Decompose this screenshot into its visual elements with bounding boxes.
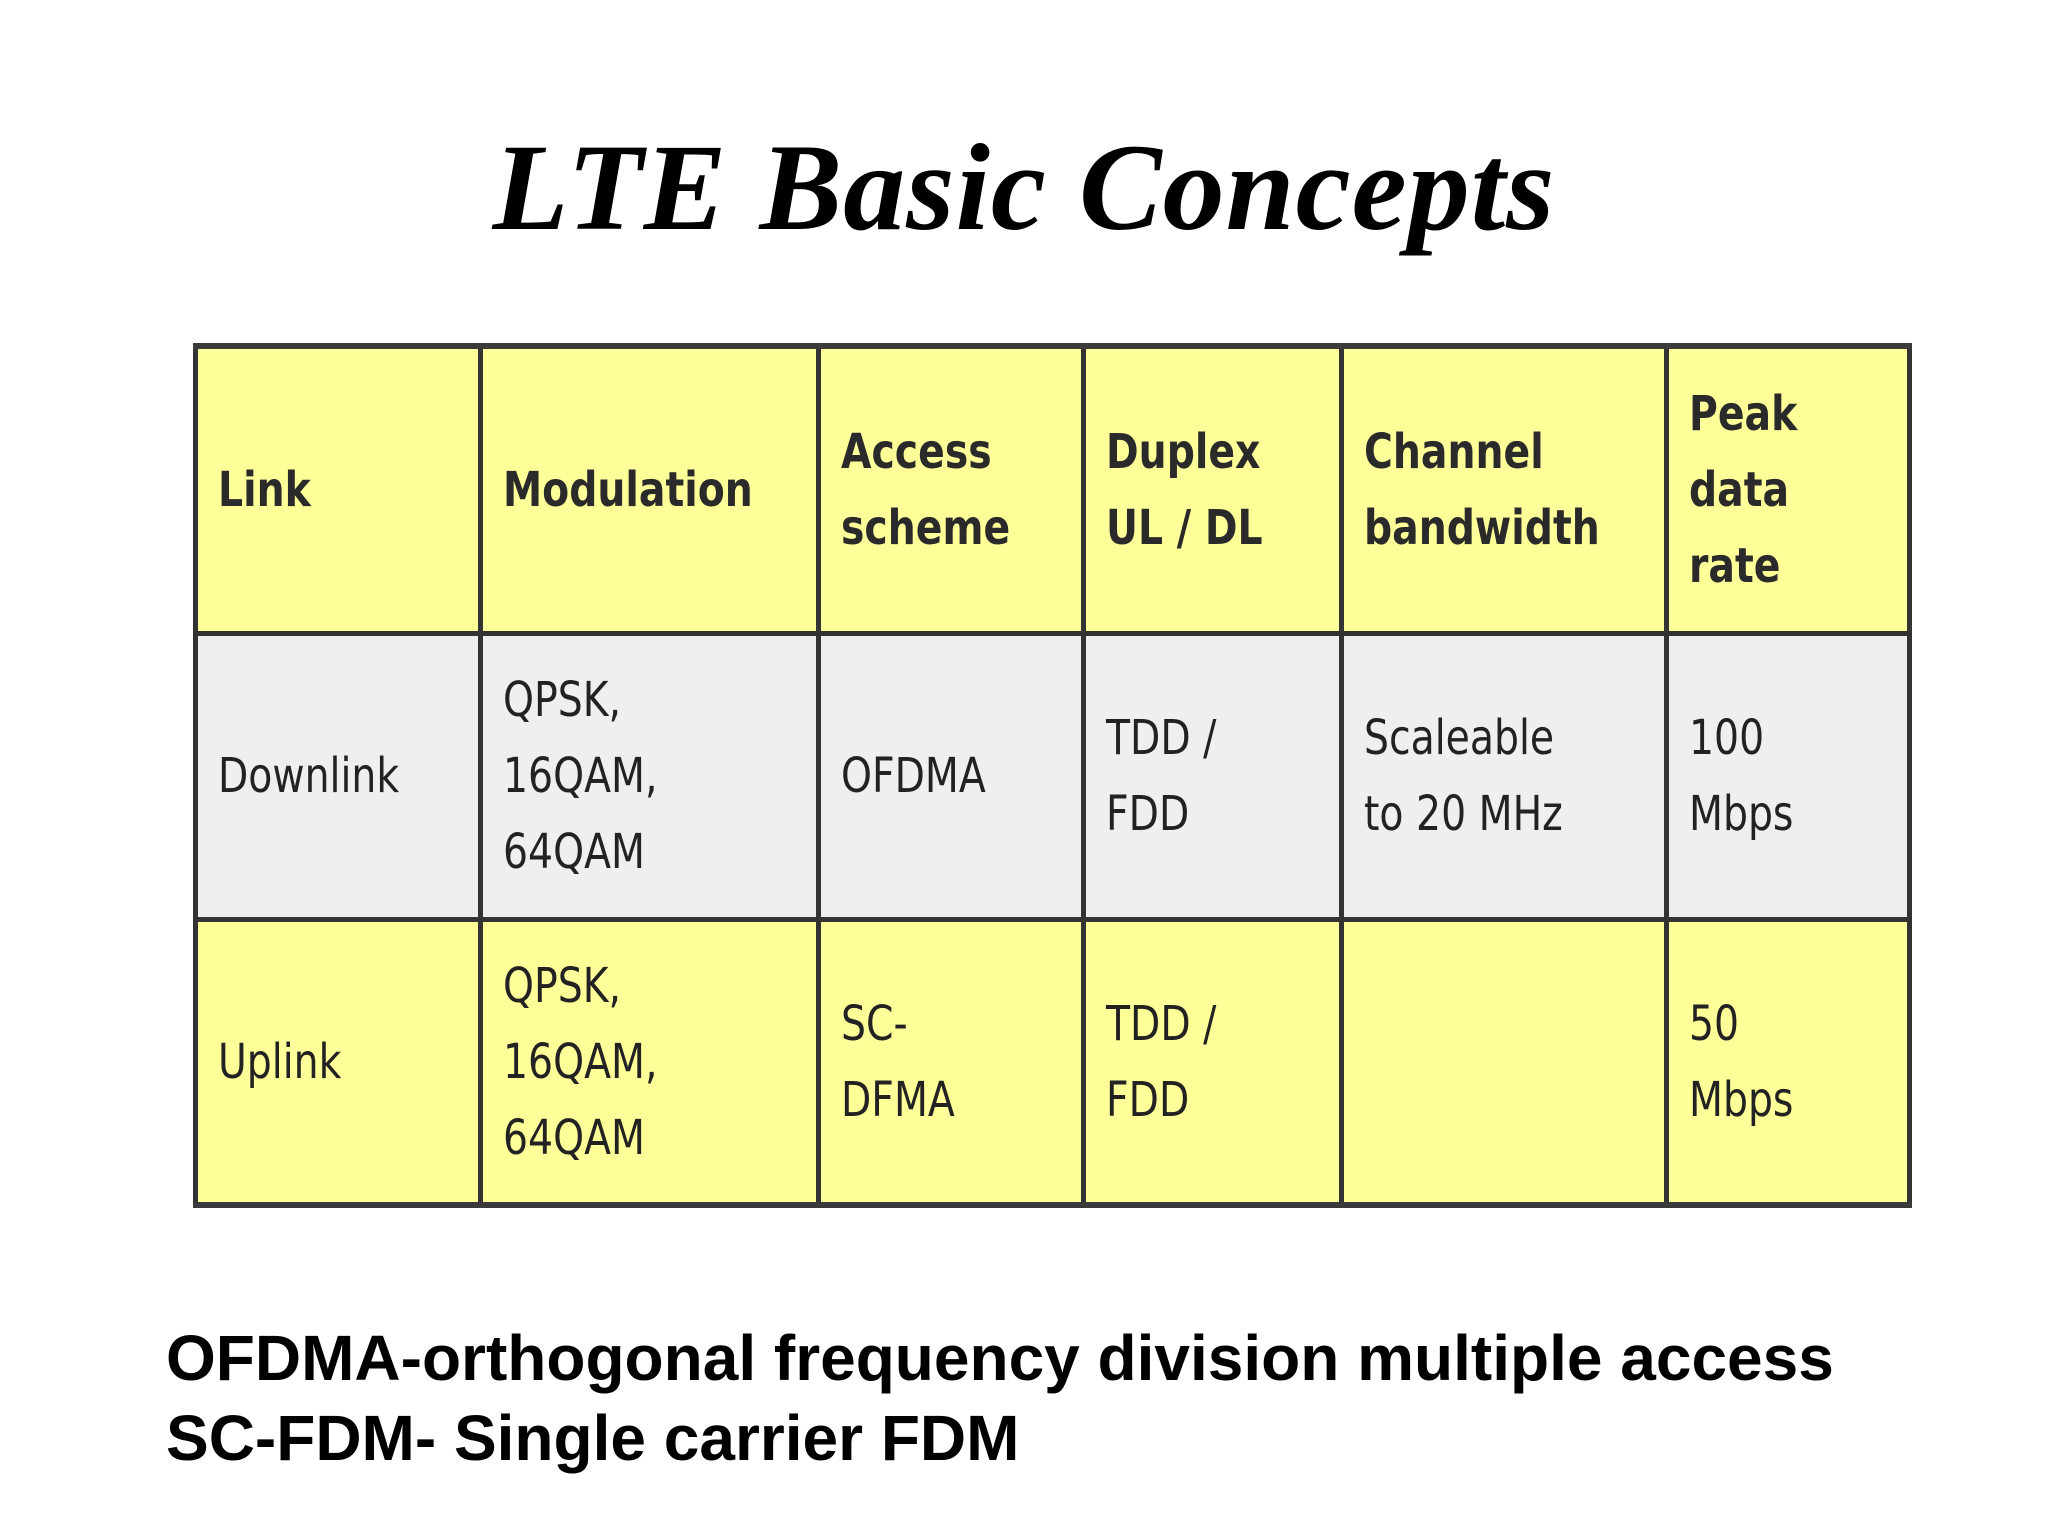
table-cell: TDD / FDD xyxy=(1081,916,1344,1208)
header-cell-modulation: Modulation xyxy=(478,343,821,636)
table-cell: Downlink xyxy=(193,630,483,922)
table-cell: SC- DFMA xyxy=(816,916,1086,1208)
footnotes: OFDMA-orthogonal frequency division mult… xyxy=(166,1318,1834,1478)
lte-comparison-table: Link Modulation Access scheme Duplex UL … xyxy=(193,343,1912,1208)
table-cell: Uplink xyxy=(193,916,483,1208)
table-row-uplink: Uplink QPSK, 16QAM, 64QAM SC- DFMA TDD /… xyxy=(193,916,1912,1208)
table-cell: TDD / FDD xyxy=(1081,630,1344,922)
table-cell xyxy=(1339,916,1669,1208)
table-cell: OFDMA xyxy=(816,630,1086,922)
table-cell: Scaleable to 20 MHz xyxy=(1339,630,1669,922)
header-cell-peak-data-rate: Peak data rate xyxy=(1664,343,1912,636)
header-cell-duplex: Duplex UL / DL xyxy=(1081,343,1344,636)
table-row-downlink: Downlink QPSK, 16QAM, 64QAM OFDMA TDD / … xyxy=(193,630,1912,922)
table-cell: QPSK, 16QAM, 64QAM xyxy=(478,916,821,1208)
table-cell: 50 Mbps xyxy=(1664,916,1912,1208)
slide-title: LTE Basic Concepts xyxy=(492,119,1556,256)
table-header-row: Link Modulation Access scheme Duplex UL … xyxy=(193,343,1912,636)
footnote-ofdma: OFDMA-orthogonal frequency division mult… xyxy=(166,1322,1834,1394)
table-cell: QPSK, 16QAM, 64QAM xyxy=(478,630,821,922)
header-cell-access-scheme: Access scheme xyxy=(816,343,1086,636)
header-cell-channel-bandwidth: Channel bandwidth xyxy=(1339,343,1669,636)
footnote-scfdm: SC-FDM- Single carrier FDM xyxy=(166,1402,1020,1474)
table-cell: 100 Mbps xyxy=(1664,630,1912,922)
header-cell-link: Link xyxy=(193,343,483,636)
